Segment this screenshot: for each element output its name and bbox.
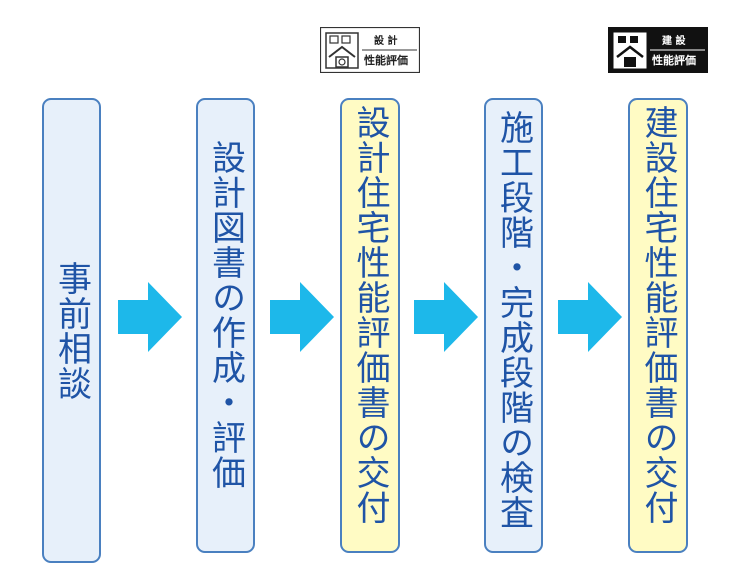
- house-icon: 設 計 性能評価: [320, 27, 420, 73]
- step-design-evaluation-issue: 設計住宅性能評価書の交付: [340, 98, 400, 553]
- arrow-right-icon: [270, 282, 334, 352]
- badge-bottom-text: 性能評価: [364, 53, 408, 67]
- step-label: 建設住宅性能評価書の交付: [638, 105, 678, 525]
- step-label: 事前相談: [51, 260, 92, 401]
- construction-evaluation-badge: 建 設 性能評価: [608, 27, 708, 73]
- arrow-right-icon: [414, 282, 478, 352]
- step-label: 設計図書の作成・評価: [205, 140, 246, 490]
- step-design-documents: 設計図書の作成・評価: [196, 98, 255, 553]
- badge-top-text: 設 計: [374, 34, 397, 47]
- step-label: 施工段階・完成段階の検査: [493, 110, 534, 530]
- arrow-right-icon: [558, 282, 622, 352]
- step-consultation: 事前相談: [42, 98, 101, 563]
- house-icon: 建 設 性能評価: [608, 27, 708, 73]
- design-evaluation-badge: 設 計 性能評価: [320, 27, 420, 73]
- step-label: 設計住宅性能評価書の交付: [350, 105, 390, 525]
- step-construction-evaluation-issue: 建設住宅性能評価書の交付: [628, 98, 688, 553]
- step-inspection: 施工段階・完成段階の検査: [484, 98, 543, 553]
- badge-top-text: 建 設: [661, 34, 686, 47]
- badge-bottom-text: 性能評価: [652, 53, 696, 67]
- arrow-right-icon: [118, 282, 182, 352]
